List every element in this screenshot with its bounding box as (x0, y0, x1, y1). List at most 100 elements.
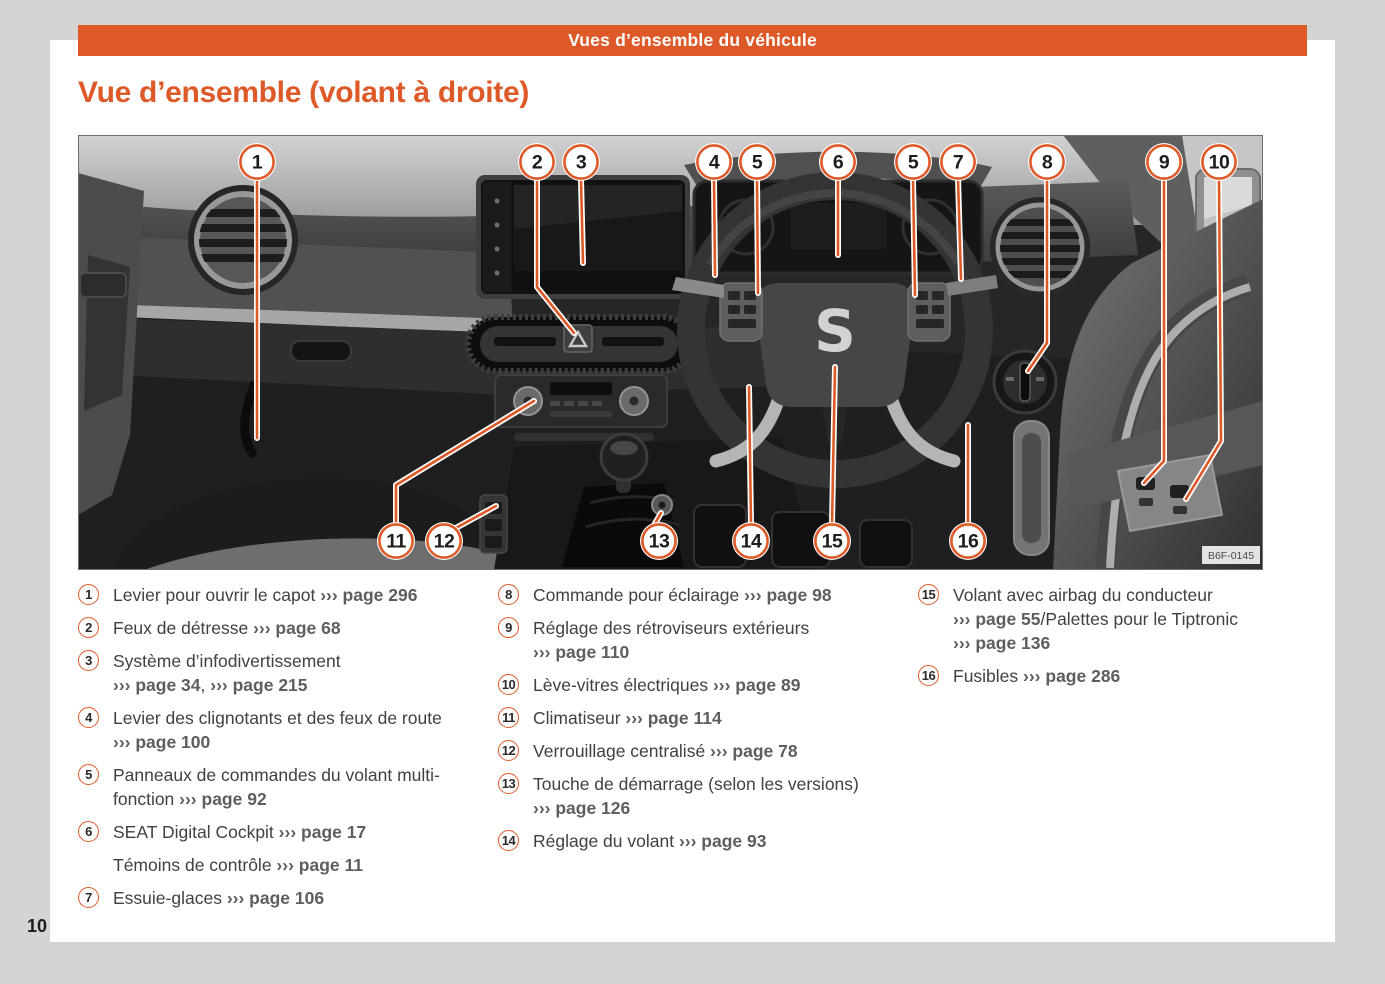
chapter-header-bar: Vues d’ensemble du véhicule (78, 25, 1307, 56)
legend-item-3: 3 Système d’infodivertissement ››› page 34… (78, 649, 458, 697)
page-title: Vue d’ensemble (volant à droite) (78, 76, 530, 109)
legend-item-number-slot: 1 (78, 583, 113, 605)
callout-leader-5 (755, 177, 760, 295)
page-reference[interactable]: ››› page 17 (278, 822, 367, 842)
callout-circle-14 (733, 523, 769, 559)
callout-circle-1 (239, 144, 275, 180)
legend-item-14: 14 Réglage du volant ››› page 93 (498, 829, 878, 853)
callout-number-15: 15 (822, 531, 843, 553)
legend-text: , (200, 675, 211, 695)
legend-text: Réglage du volant (533, 831, 679, 851)
legend-item-text: Levier pour ouvrir le capot ››› page 296 (113, 583, 417, 607)
callout-number-5: 5 (908, 152, 919, 174)
callout-leader-9 (1142, 177, 1166, 485)
legend-text: Verrouillage centralisé (533, 741, 711, 761)
callout-leader-7 (956, 177, 963, 281)
gear-knob (599, 432, 649, 482)
callout-circle-15 (814, 523, 850, 559)
page-reference[interactable]: ››› page 126 (533, 798, 631, 818)
callout-circle-10 (1201, 144, 1237, 180)
legend-item-number-slot: 12 (498, 739, 533, 761)
page-reference[interactable]: ››› page 34 (113, 675, 201, 695)
legend-item-text: Essuie-glaces ››› page 106 (113, 886, 324, 910)
legend-item-number-slot: 9 (498, 616, 533, 638)
legend-text: Essuie-glaces (113, 888, 227, 908)
page-reference[interactable]: ››› page 98 (744, 585, 832, 605)
legend-item-text: Réglage des rétroviseurs extérieurs ››› p… (533, 616, 809, 664)
page-reference[interactable]: ››› page 286 (1023, 666, 1121, 686)
legend-item-number: 4 (78, 707, 99, 728)
legend-item-number-slot: 13 (498, 772, 533, 794)
legend-item-text: Système d’infodivertissement ››› page 34,… (113, 649, 341, 697)
legend-item-number-slot (78, 853, 113, 854)
legend-text: /Palettes pour le Tiptronic (1040, 609, 1238, 629)
legend-item-number: 13 (498, 773, 519, 794)
legend-text: Système d’infodivertissement (113, 651, 341, 671)
legend-text: Commande pour éclairage (533, 585, 745, 605)
callout-number-9: 9 (1159, 152, 1170, 174)
legend-item-number-slot: 15 (918, 583, 953, 605)
indicator-stalk (672, 277, 724, 298)
callout-leader-5 (911, 177, 917, 297)
photo-border (78, 135, 1263, 570)
page-reference[interactable]: ››› page 92 (179, 789, 267, 809)
page-reference[interactable]: ››› page 114 (625, 708, 722, 728)
page-reference[interactable]: ››› page 93 (678, 831, 767, 851)
legend-item-text: Climatiseur ››› page 114 (533, 706, 722, 730)
page-reference[interactable]: ››› page 100 (113, 732, 211, 752)
legend-item-number: 10 (498, 674, 519, 695)
dash-trim-strip (78, 303, 510, 333)
legend-item-16: 16 Fusibles ››› page 286 (918, 664, 1307, 688)
page-reference[interactable]: ››› page 89 (712, 675, 801, 695)
legend-item-text: Témoins de contrôle ››› page 11 (113, 853, 363, 877)
legend-item-number: 14 (498, 830, 519, 851)
callout-leader-10 (1184, 177, 1223, 501)
legend-item-number-slot: 8 (498, 583, 533, 605)
callout-number-11: 11 (386, 531, 406, 553)
legend-text: Fusibles (953, 666, 1024, 686)
figure-code-label: B6F-0145 (1208, 550, 1254, 562)
callout-circle-8 (1029, 144, 1065, 180)
legend-text: SEAT Digital Cockpit (113, 822, 279, 842)
callout-circle-5 (739, 144, 775, 180)
legend-item-text: Verrouillage centralisé ››› page 78 (533, 739, 798, 763)
callout-leader-3 (579, 177, 585, 265)
page-reference[interactable]: ››› page 110 (533, 642, 630, 662)
callout-number-3: 3 (576, 152, 587, 174)
legend-text: Réglage des rétroviseurs extérieurs (533, 618, 810, 638)
legend-text: Lève-vitres électriques (533, 675, 713, 695)
callout-number-14: 14 (741, 531, 762, 553)
page-reference[interactable]: ››› page 68 (253, 618, 341, 638)
legend-text: Feux de détresse (113, 618, 254, 638)
page-reference[interactable]: ››› page 106 (226, 888, 325, 908)
dashboard-figure: S (78, 135, 1263, 570)
page-number: 10 (27, 916, 48, 936)
legend-item-number: 16 (918, 665, 939, 686)
legend-item-number: 3 (78, 650, 99, 671)
page-reference[interactable]: ››› page 296 (320, 585, 418, 605)
legend-item-text: Panneaux de commandes du volant multi-fo… (113, 763, 440, 811)
legend-item-number: 5 (78, 764, 99, 785)
page-reference[interactable]: ››› page 55 (953, 609, 1041, 629)
legend-item-number-slot: 16 (918, 664, 953, 686)
airbag-hub (755, 283, 915, 407)
page-reference[interactable]: ››› page 136 (953, 633, 1051, 653)
pedals (693, 504, 913, 568)
page-reference[interactable]: ››› page 78 (710, 741, 798, 761)
page-reference[interactable]: ››› page 11 (276, 855, 363, 875)
legend-item-number-slot: 4 (78, 706, 113, 728)
chapter-header-title: Vues d’ensemble du véhicule (568, 30, 817, 50)
page-reference[interactable]: ››› page 215 (210, 675, 308, 695)
legend-item-number-slot: 14 (498, 829, 533, 851)
legend-item-text: SEAT Digital Cockpit ››› page 17 (113, 820, 366, 844)
glovebox-handle (290, 340, 352, 362)
